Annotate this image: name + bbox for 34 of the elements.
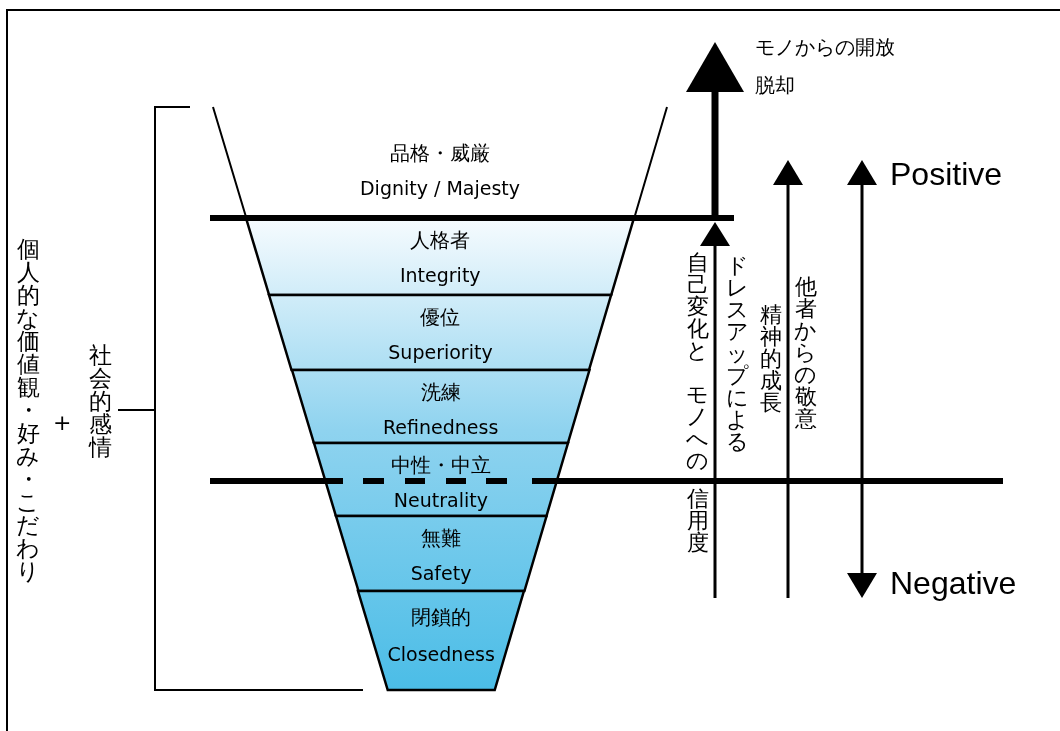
band-translation: Closedness [387,644,495,664]
bracket-label: 社会的感情 [88,344,113,459]
band-title: 優位 [420,307,461,327]
band-translation: Integrity [399,265,481,285]
band-translation: Safety [410,563,472,583]
band-translation: Superiority [388,342,493,362]
plus-sign: + [53,412,72,434]
band-title: 品格・威厳 [390,143,490,163]
band-translation: Neutrality [393,490,488,510]
annotation: モノからの開放 [755,37,895,57]
arrow-label: 信用度 [686,488,710,554]
bracket-label: 個人的な価値観・好み・こだわり [16,238,41,583]
arrow-label: ドレスアップによる [726,255,750,453]
band-title: 無難 [421,528,462,548]
arrow-label: モノへの [686,384,710,472]
funnel-band [334,516,548,591]
funnel-band [312,443,569,516]
funnel-band [357,591,526,690]
band-title: 人格者 [410,230,471,250]
band-title: 洗練 [420,382,461,402]
funnel-band [245,218,636,295]
arrow-label: 他者からの敬意 [794,276,818,430]
band-translation: Dignity / Majesty [359,178,521,198]
band-title: 中性・中立 [390,455,491,475]
annotation: 脱却 [755,75,795,95]
funnel-band [268,295,613,370]
funnel-band [290,370,591,443]
axis-label: Positive [890,158,1003,190]
axis-label: Negative [890,567,1017,599]
band-translation: Refinedness [383,417,499,437]
arrow-label: 自己変化と [686,252,710,362]
funnel-band [212,107,668,218]
band-title: 閉鎖的 [411,607,472,627]
arrow-label: 精神的成長 [759,304,783,414]
